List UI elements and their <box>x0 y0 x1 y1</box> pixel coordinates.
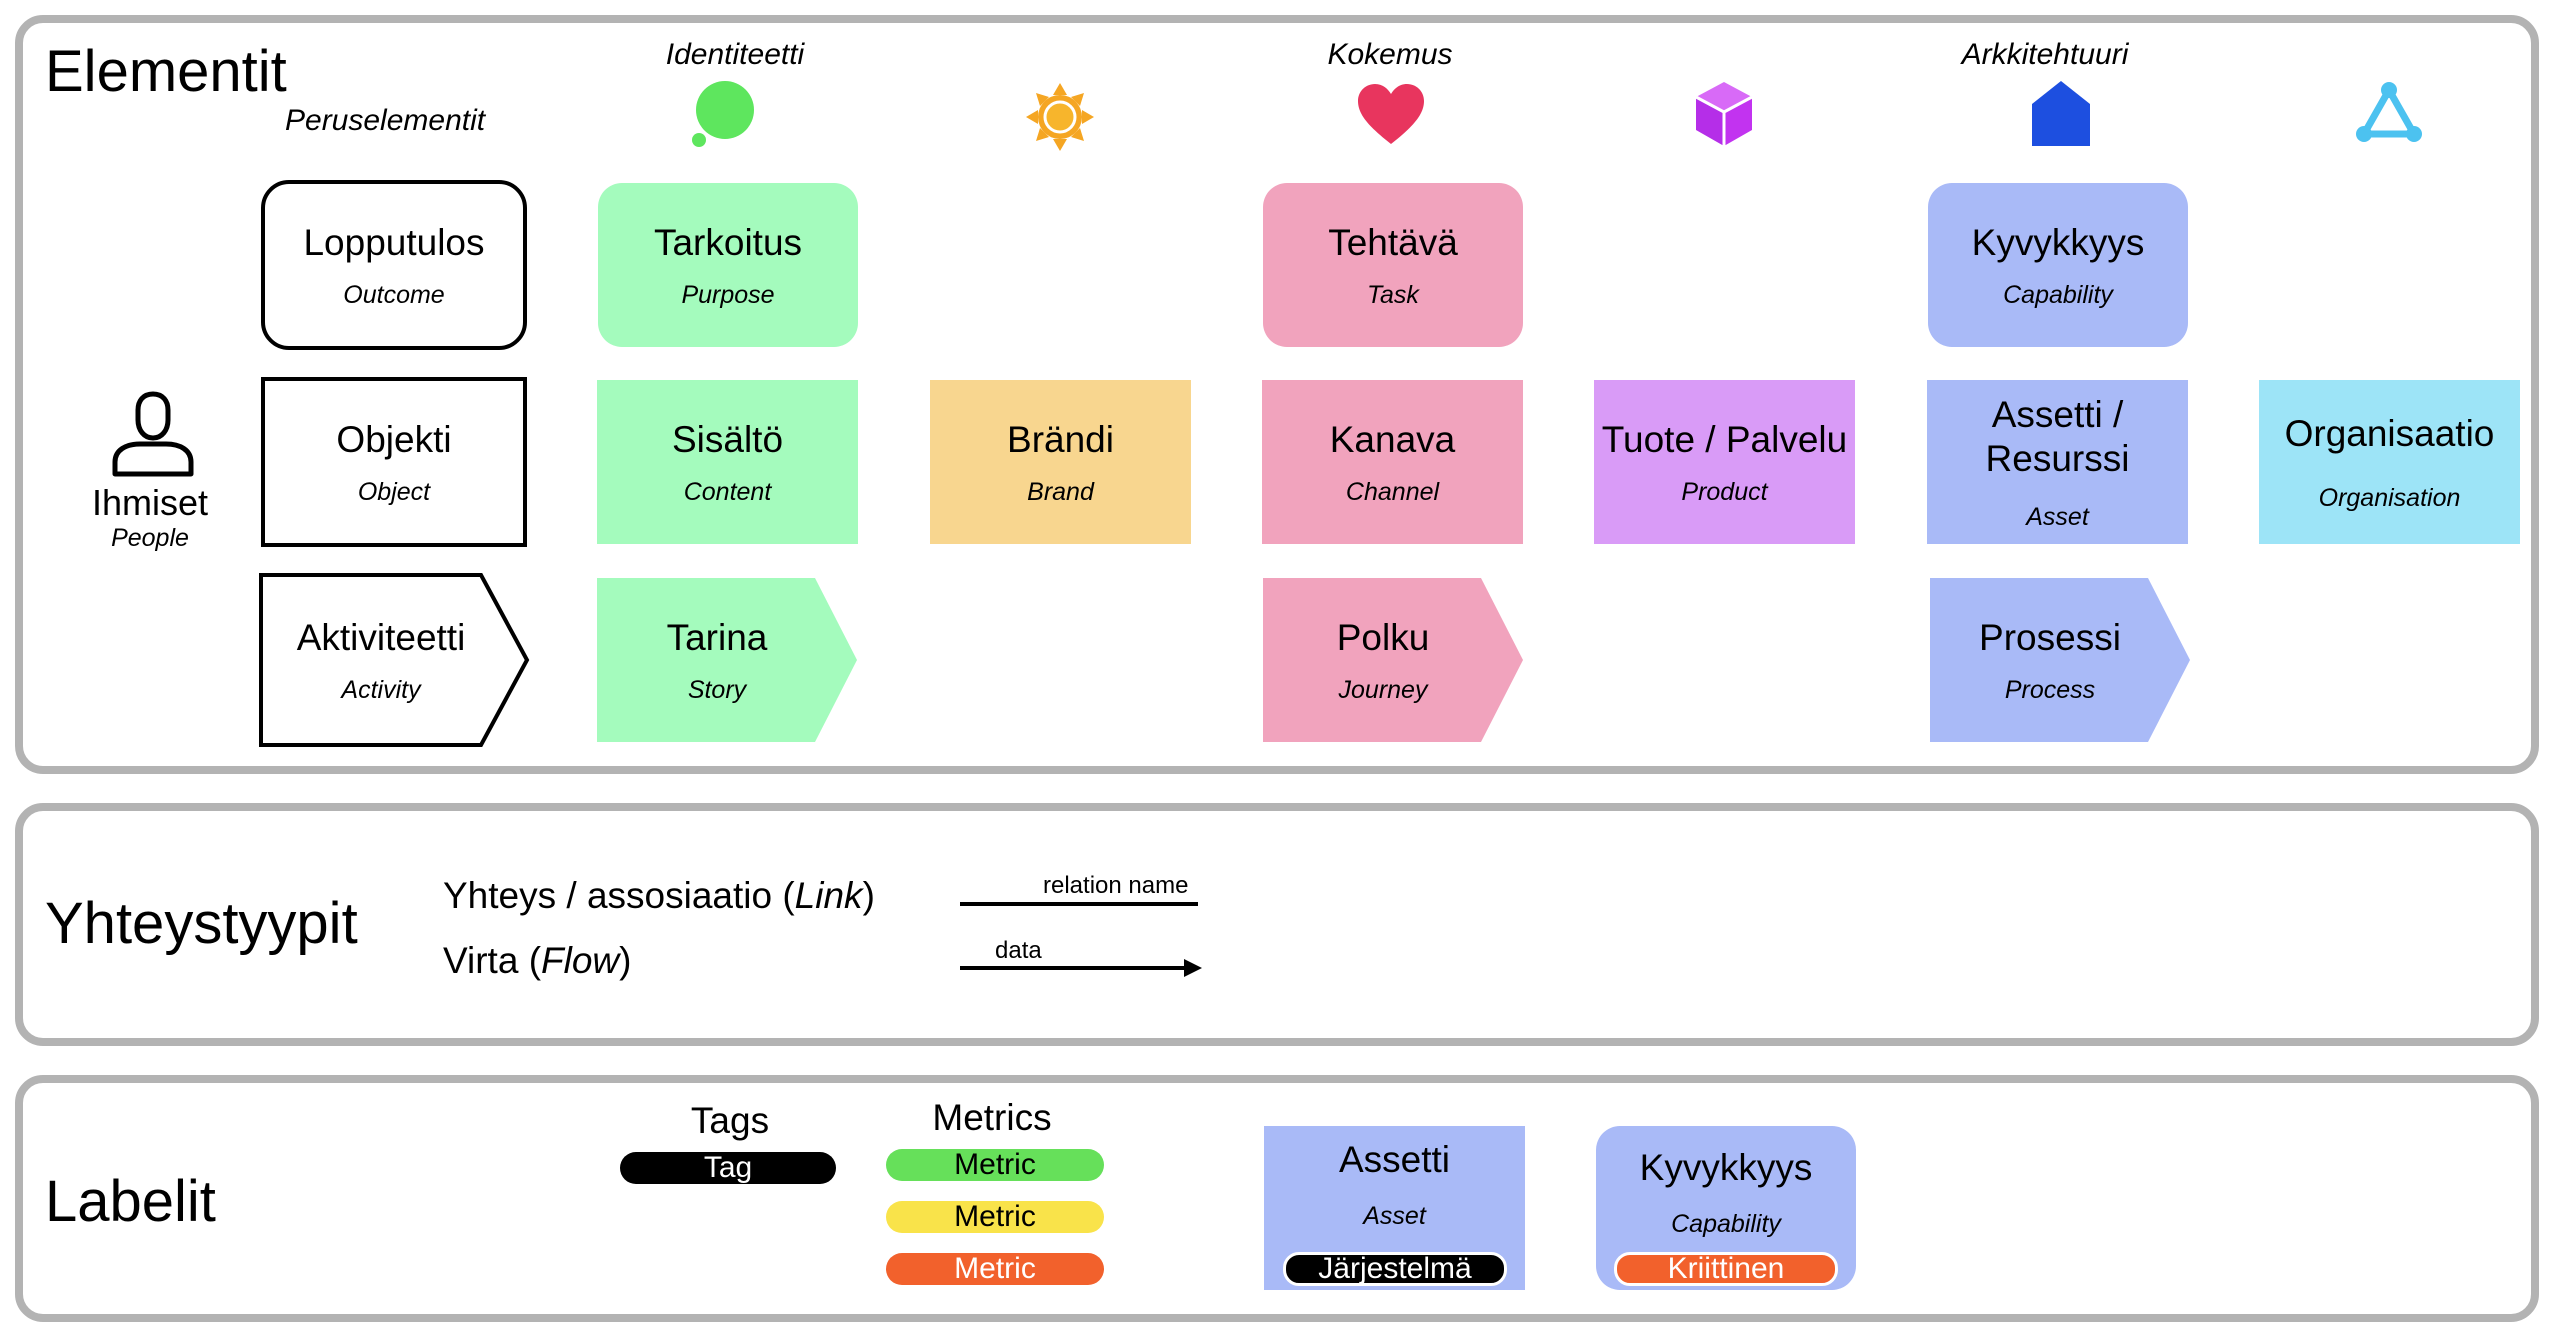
organisation-element: Organisaatio Organisation <box>2259 380 2520 544</box>
story-main: Tarina <box>666 616 768 658</box>
sun-icon <box>1026 83 1094 151</box>
column-heading-arkkitehtuuri: Arkkitehtuuri <box>1961 38 2129 71</box>
outcome-sub: Outcome <box>343 280 445 309</box>
column-heading-kokemus: Kokemus <box>1327 38 1453 71</box>
outcome-main: Lopputulos <box>303 221 485 263</box>
flow-label: Virta (Flow) <box>443 940 631 982</box>
flow-label-em: Flow <box>541 940 620 981</box>
process-element: Prosessi Process <box>1930 578 2170 742</box>
product-element: Tuote / Palvelu Product <box>1594 380 1855 544</box>
yhteystyypit-panel <box>15 803 2539 1046</box>
metrics-heading: Metrics <box>932 1097 1052 1138</box>
channel-main: Kanava <box>1329 418 1456 460</box>
kriittinen-tag: Kriittinen <box>1614 1252 1838 1286</box>
elementit-title: Elementit <box>45 39 287 104</box>
flow-label-prefix: Virta ( <box>443 940 542 981</box>
object-sub: Object <box>357 477 431 506</box>
capability-example-sub: Capability <box>1671 1210 1781 1238</box>
link-label-em: Link <box>794 875 863 916</box>
brand-element: Brändi Brand <box>930 380 1191 544</box>
story-sub: Story <box>687 675 747 704</box>
story-chevron <box>597 578 857 742</box>
activity-label: Aktiviteetti Activity <box>261 575 501 745</box>
channel-element: Kanava Channel <box>1262 380 1523 544</box>
journey-main: Polku <box>1336 616 1430 658</box>
journey-chevron <box>1263 578 1523 742</box>
green-dot-icon <box>692 81 754 147</box>
task-sub: Task <box>1367 280 1419 309</box>
tag-pill: Tag <box>620 1152 836 1184</box>
labelit-title: Labelit <box>45 1169 216 1234</box>
object-element: Objekti Object <box>261 377 527 547</box>
process-sub: Process <box>2004 675 2096 704</box>
capability-example-main: Kyvykkyys <box>1639 1147 1813 1188</box>
asset-example-sub: Asset <box>1363 1202 1426 1230</box>
organisation-main: Organisaatio <box>2284 412 2495 454</box>
data-label: data <box>995 937 1042 964</box>
link-label-suffix: ) <box>862 875 875 916</box>
process-main: Prosessi <box>1979 616 2121 658</box>
content-sub: Content <box>683 477 772 506</box>
house-icon <box>2032 81 2090 146</box>
metric-orange-pill: Metric <box>886 1253 1104 1285</box>
activity-main: Aktiviteetti <box>296 616 466 658</box>
link-label-prefix: Yhteys / assosiaatio ( <box>443 875 795 916</box>
brand-main: Brändi <box>1007 418 1114 460</box>
people-sub: People <box>111 524 189 552</box>
journey-sub: Journey <box>1338 675 1428 704</box>
story-element: Tarina Story <box>597 578 837 742</box>
task-element: Tehtävä Task <box>1263 183 1523 347</box>
column-heading-identiteetti: Identiteetti <box>665 38 805 71</box>
capability-main: Kyvykkyys <box>1971 221 2145 263</box>
product-sub: Product <box>1681 477 1768 506</box>
heart-icon <box>1358 84 1424 144</box>
object-main: Objekti <box>336 418 452 460</box>
brand-sub: Brand <box>1027 477 1094 506</box>
person-icon <box>112 391 194 477</box>
activity-element <box>259 573 530 747</box>
content-element: Sisältö Content <box>597 380 858 544</box>
content-main: Sisältö <box>671 418 784 460</box>
asset-sub: Asset <box>2026 502 2089 531</box>
outcome-element: Lopputulos Outcome <box>261 180 527 350</box>
asset-element: Assetti / Resurssi Asset <box>1927 380 2188 544</box>
purpose-main: Tarkoitus <box>653 221 803 263</box>
metric-yellow-pill: Metric <box>886 1201 1104 1233</box>
asset-example-main: Assetti <box>1338 1139 1451 1180</box>
flow-label-suffix: ) <box>619 940 632 981</box>
cube-icon <box>1695 82 1753 146</box>
metric-green-pill: Metric <box>886 1149 1104 1181</box>
peruselementit-heading: Peruselementit <box>285 104 486 137</box>
link-label: Yhteys / assosiaatio (Link) <box>443 875 875 917</box>
asset-main: Assetti / Resurssi <box>1985 393 2130 479</box>
journey-element: Polku Journey <box>1263 578 1503 742</box>
task-main: Tehtävä <box>1328 221 1458 263</box>
organisation-sub: Organisation <box>2318 483 2461 512</box>
capability-element: Kyvykkyys Capability <box>1928 183 2188 347</box>
capability-sub: Capability <box>2003 280 2113 309</box>
link-line <box>960 902 1198 906</box>
activity-sub: Activity <box>341 675 421 704</box>
people-label: Ihmiset <box>91 482 209 523</box>
purpose-element: Tarkoitus Purpose <box>598 183 858 347</box>
channel-sub: Channel <box>1345 477 1440 506</box>
process-chevron <box>1930 578 2190 742</box>
network-triangle-icon <box>2356 82 2422 142</box>
purpose-sub: Purpose <box>681 280 775 309</box>
yhteystyypit-title: Yhteystyypit <box>45 891 358 956</box>
relation-name-label: relation name <box>1043 872 1189 899</box>
jarjestelma-tag: Järjestelmä <box>1283 1252 1507 1286</box>
product-main: Tuote / Palvelu <box>1601 418 1848 460</box>
tags-heading: Tags <box>690 1100 770 1141</box>
flow-arrow <box>960 959 1202 977</box>
